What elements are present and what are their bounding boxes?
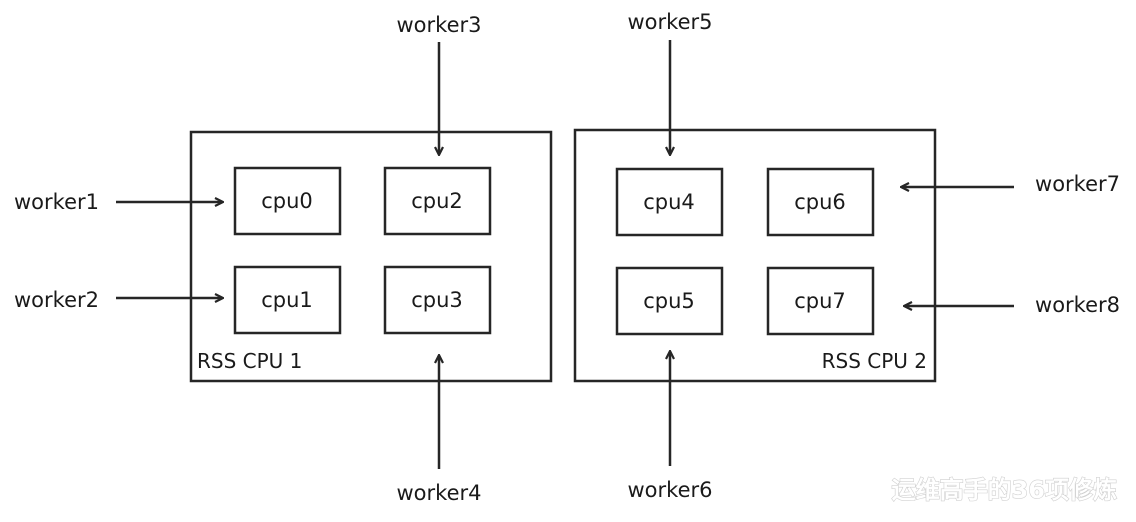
cpu7-box [766,266,875,336]
worker7-label: worker7 [1035,172,1120,196]
cpu7-label: cpu7 [794,289,846,313]
worker2-label: worker2 [14,288,99,312]
worker3-label: worker3 [397,13,482,37]
cpu6-box [766,167,875,237]
worker8-label: worker8 [1035,293,1120,317]
cpu3-label: cpu3 [411,288,463,312]
worker1-label: worker1 [14,190,99,214]
cpu5-box [615,266,724,336]
worker5-label: worker5 [628,10,713,34]
cpu6-label: cpu6 [794,190,846,214]
cpu1-box [233,265,342,335]
rss-cpu-2-group: cpu4 cpu6 cpu5 cpu7 RSS CPU 2 [573,128,937,383]
watermark-text: 运维高手的36项修炼 [892,476,1117,504]
rss-cpu-1-group: cpu0 cpu2 cpu1 cpu3 RSS CPU 1 [189,130,553,383]
cpu5-label: cpu5 [643,289,695,313]
rss-cpu-1-label: RSS CPU 1 [197,349,302,373]
cpu0-box [233,166,342,236]
cpu1-label: cpu1 [261,288,313,312]
rss-cpu-2-box [573,128,937,383]
cpu2-box [383,166,492,236]
cpu3-box [383,265,492,335]
cpu4-box [615,167,724,237]
worker6-label: worker6 [628,478,713,502]
worker4-label: worker4 [397,481,482,505]
cpu4-label: cpu4 [643,190,695,214]
rss-cpu-2-label: RSS CPU 2 [822,349,927,373]
cpu2-label: cpu2 [411,189,463,213]
cpu0-label: cpu0 [261,189,313,213]
